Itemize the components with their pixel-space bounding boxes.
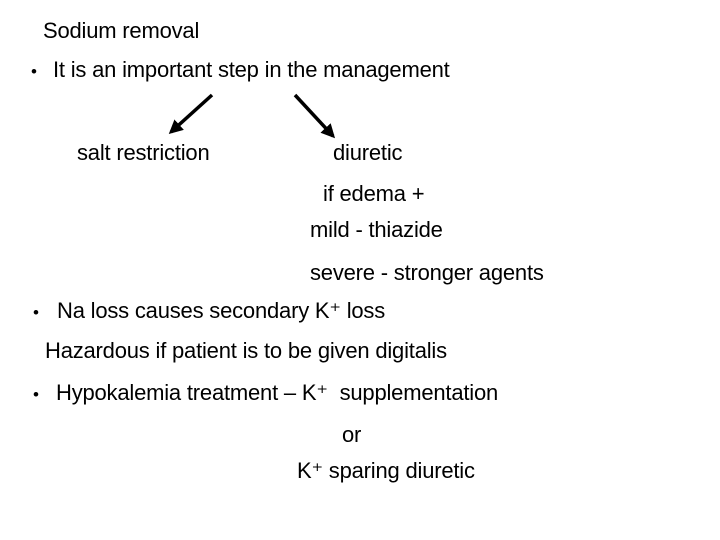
slide-title: Sodium removal — [43, 18, 200, 43]
intro-bullet-text: It is an important step in the managemen… — [53, 57, 450, 82]
na-loss-bullet-text: Na loss causes secondary K⁺ loss — [57, 298, 386, 323]
branch-right-label: diuretic — [333, 140, 403, 165]
diuretic-detail-mild: mild - thiazide — [310, 217, 443, 242]
hypokalemia-bullet-text: Hypokalemia treatment – K⁺ supplementati… — [56, 380, 499, 405]
bullet-marker: • — [33, 385, 39, 404]
hazard-note-text: Hazardous if patient is to be given digi… — [45, 338, 447, 363]
bullet-marker: • — [33, 303, 39, 322]
branch-left-label: salt restriction — [77, 140, 210, 165]
bullet-marker: • — [31, 62, 37, 81]
diuretic-detail-if-edema: if edema + — [323, 181, 425, 206]
down-left-arrow-icon — [168, 93, 214, 135]
diuretic-detail-severe: severe - stronger agents — [310, 260, 544, 285]
k-sparing-text: K⁺ sparing diuretic — [297, 458, 475, 483]
or-label: or — [342, 422, 362, 447]
down-right-arrow-icon — [293, 93, 336, 139]
